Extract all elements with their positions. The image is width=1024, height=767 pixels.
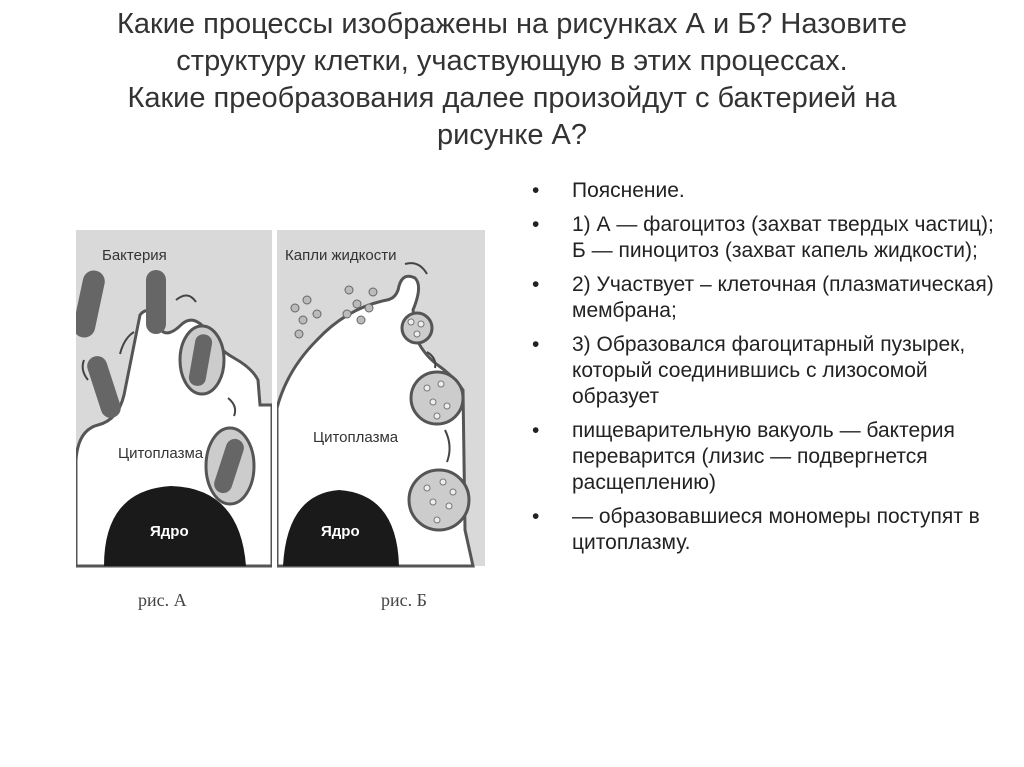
slide-title: Какие процессы изображены на рисунках А … bbox=[40, 6, 984, 154]
title-line-2: структуру клетки, участвующую в этих про… bbox=[176, 45, 848, 77]
arrow-icon bbox=[444, 429, 451, 463]
title-line-3: Какие преобразования далее произойдут с … bbox=[127, 82, 897, 114]
figure-a-nucleus-label: Ядро bbox=[150, 523, 189, 540]
explanation-item: 3) Образовался фагоцитарный пузырек, кот… bbox=[530, 332, 1000, 410]
droplets-label: Капли жидкости bbox=[285, 247, 397, 264]
figure-b-caption: рис. Б bbox=[381, 590, 427, 610]
liquid-droplets bbox=[290, 285, 378, 339]
arrow-icon bbox=[81, 359, 89, 381]
bacteria-label: Бактерия bbox=[102, 247, 167, 264]
figure-b-nucleus-label: Ядро bbox=[321, 523, 360, 540]
explanation-item: 2) Участвует – клеточная (плазматическая… bbox=[530, 272, 1000, 324]
title-line-4: рисунке А? bbox=[436, 119, 587, 151]
explanation-item: — образовавшиеся мономеры поступят в цит… bbox=[530, 504, 1000, 556]
pinocytic-vesicle-1 bbox=[400, 311, 434, 345]
bacterium-2 bbox=[87, 356, 121, 418]
arrow-icon bbox=[119, 331, 135, 355]
explanation-list: Пояснение. 1) А — фагоцитоз (захват твер… bbox=[530, 178, 1000, 564]
explanation-item: Пояснение. bbox=[530, 178, 1000, 204]
figure-a-phagocytosis: Бактерия Цитоплазма Ядро рис. А bbox=[76, 230, 272, 610]
arrow-icon bbox=[175, 294, 197, 303]
explanation-item: 1) А — фагоцитоз (захват твердых частиц)… bbox=[530, 212, 1000, 264]
figure-a-nucleus bbox=[104, 486, 246, 566]
arrow-icon bbox=[227, 397, 237, 417]
figure-a-caption: рис. А bbox=[138, 590, 187, 610]
pinocytic-vesicle-3 bbox=[407, 468, 471, 532]
figure-b-cytoplasm-label: Цитоплазма bbox=[313, 429, 399, 446]
title-line-1: Какие процессы изображены на рисунках А … bbox=[117, 8, 907, 40]
figure-b-pinocytosis: Капли жидкости Цитоплазма Ядро рис. Б bbox=[277, 230, 485, 610]
explanation-item: пищеварительную вакуоль — бактерия перев… bbox=[530, 418, 1000, 496]
arrow-icon bbox=[404, 262, 428, 275]
figure-a-cytoplasm-label: Цитоплазма bbox=[118, 445, 204, 462]
pinocytic-vesicle-2 bbox=[409, 370, 465, 426]
bacterium-3 bbox=[146, 270, 166, 334]
bacterium-1 bbox=[76, 270, 105, 338]
arrow-icon bbox=[426, 351, 437, 369]
figure-b-nucleus bbox=[283, 490, 399, 566]
